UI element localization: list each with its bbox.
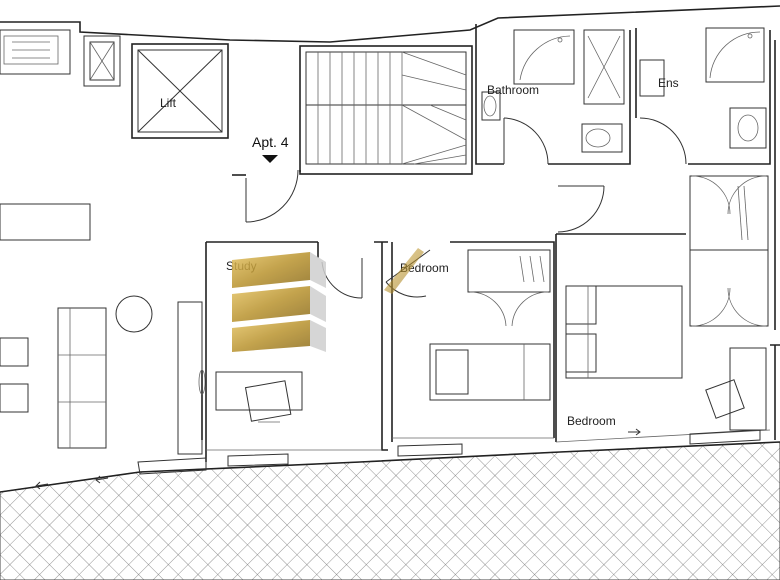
ensuite-label: Ens: [658, 76, 679, 90]
bedroom-main: [555, 175, 771, 443]
bedroom-main-label: Bedroom: [567, 414, 616, 428]
bathroom-label: Bathroom: [487, 83, 539, 97]
service-shaft: [83, 35, 121, 87]
lift-shaft: [131, 43, 229, 139]
direction-arrow-icon: [35, 428, 641, 490]
entry-door: [232, 169, 301, 223]
corridor-door: [557, 185, 605, 233]
front-windows: [137, 429, 761, 475]
lift-label: Lift: [160, 96, 177, 110]
staircase: [299, 45, 473, 175]
exterior-walls: [0, 5, 780, 493]
bathroom: [475, 24, 631, 165]
study: [205, 241, 388, 462]
living-area: [0, 203, 206, 455]
watermark-logo-icon: [232, 248, 424, 352]
terrace-hatch: [0, 441, 780, 580]
apartment-entry-marker-icon: [262, 155, 278, 163]
ensuite: [635, 27, 771, 165]
apartment-label: Apt. 4: [252, 134, 289, 150]
kitchen-counter: [0, 29, 71, 75]
